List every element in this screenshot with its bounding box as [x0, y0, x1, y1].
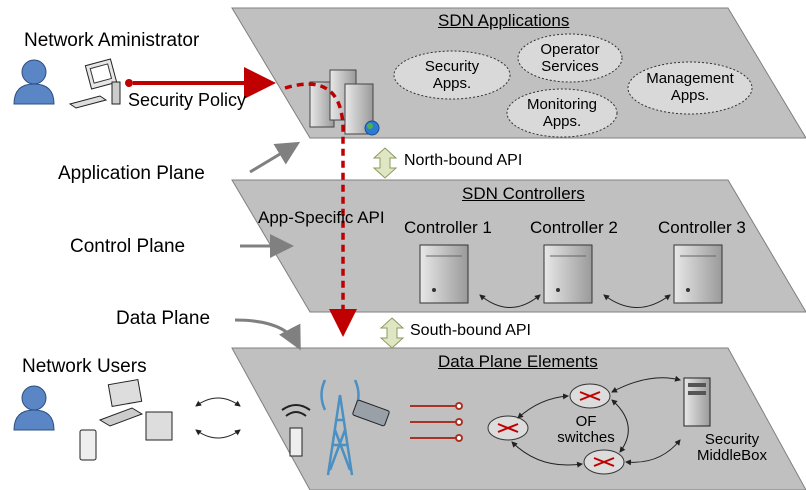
of-switch-3-icon: [583, 449, 625, 475]
control-plane-label: Control Plane: [70, 236, 186, 257]
security-apps-label: Security Apps.: [424, 58, 480, 92]
cloud-security-apps: [393, 50, 511, 100]
modem-icon: [352, 399, 390, 427]
app-specific-api-label: App-Specific API: [258, 208, 385, 227]
network-administrator-label: Network Aministrator: [24, 30, 200, 51]
cloud-management-apps: [627, 61, 753, 115]
control-plane-title: SDN Controllers: [462, 184, 585, 203]
of-switches-label: OF switches: [557, 413, 615, 446]
controller-3-icon: [673, 244, 723, 304]
management-apps-label: Management Apps.: [646, 70, 734, 104]
security-policy-label: Security Policy: [128, 90, 247, 110]
control-plane: [231, 179, 806, 313]
cloud-monitoring-apps: [506, 88, 618, 138]
policy-path-dashed: [284, 82, 357, 337]
network-users-icon: [13, 378, 173, 461]
data-link-arrows: [410, 402, 463, 442]
northbound-api-arrow-icon: [372, 147, 398, 179]
application-plane-label: Application Plane: [58, 163, 205, 184]
data-plane-title: Data Plane Elements: [438, 352, 598, 371]
controller-1-label: Controller 1: [404, 218, 492, 237]
wifi-access-point-icon: [281, 404, 311, 457]
network-administrator-icon: [13, 58, 121, 109]
controller-3-label: Controller 3: [658, 218, 746, 237]
southbound-api-label: South-bound API: [410, 322, 531, 339]
cloud-operator-services: [517, 33, 623, 83]
security-middlebox-label: Security MiddleBox: [696, 431, 768, 464]
monitoring-apps-label: Monitoring Apps.: [526, 96, 598, 130]
controller-2-icon: [543, 244, 593, 304]
application-plane-title: SDN Applications: [438, 11, 570, 30]
data-plane-label: Data Plane: [116, 308, 211, 329]
northbound-api-label: North-bound API: [404, 152, 523, 169]
of-switch-2-icon: [569, 383, 611, 409]
network-users-label: Network Users: [22, 356, 147, 377]
southbound-api-arrow-icon: [379, 317, 405, 349]
security-middlebox-icon: [683, 377, 711, 427]
controller-1-icon: [419, 244, 469, 304]
of-switch-1-icon: [487, 415, 529, 441]
operator-services-label: Operator Services: [540, 41, 600, 75]
controller-2-label: Controller 2: [530, 218, 618, 237]
